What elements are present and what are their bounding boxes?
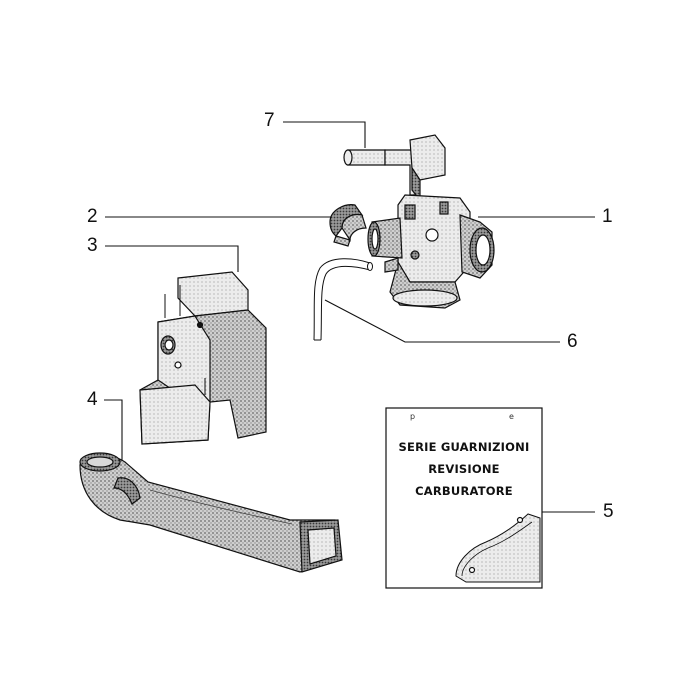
- callout-4: 4: [87, 389, 98, 410]
- callout-6: 6: [567, 331, 578, 352]
- intake-duct-part: [79, 452, 343, 573]
- callout-5: 5: [603, 501, 614, 522]
- callout-2: 2: [87, 206, 98, 227]
- callout-7: 7: [264, 110, 275, 131]
- fuel-hose-part: [313, 258, 373, 341]
- kit-title-line-3: CARBURATORE: [415, 484, 513, 498]
- leader-line-7: [283, 121, 366, 148]
- callout-3: 3: [87, 235, 98, 256]
- leader-line-4: [104, 399, 123, 462]
- leader-line-3: [105, 245, 239, 272]
- carburettor-part: [367, 194, 495, 309]
- gasket-kit-part: [385, 407, 543, 589]
- choke-cable-part: [343, 134, 446, 202]
- kit-title-line-2: REVISIONE: [428, 462, 500, 476]
- callout-1: 1: [602, 206, 613, 227]
- kit-title-line-1: SERIE GUARNIZIONI: [398, 440, 530, 454]
- bracket-part: [139, 271, 267, 445]
- hose-clamp-part: [329, 204, 367, 247]
- kit-mark-left: p: [410, 412, 416, 421]
- kit-mark-right: e: [509, 412, 514, 421]
- leader-line-6: [324, 299, 560, 343]
- leader-lines: [104, 121, 595, 513]
